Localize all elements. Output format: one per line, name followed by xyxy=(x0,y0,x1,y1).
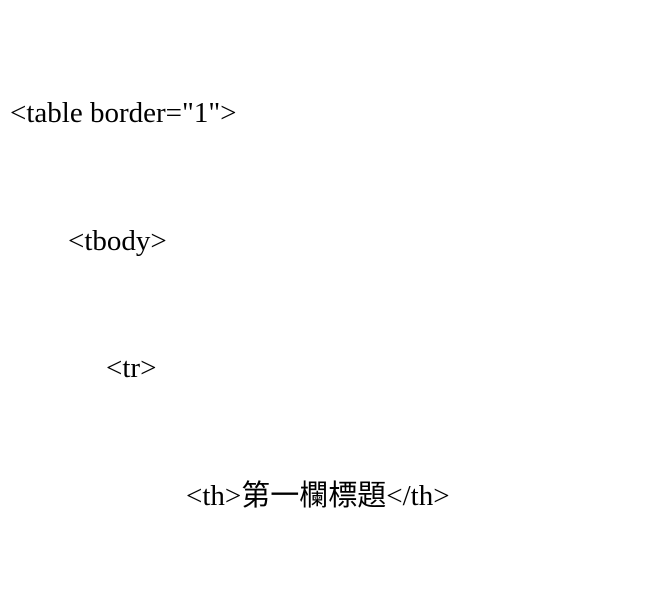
code-line: <tr> xyxy=(106,352,157,384)
code-line: <tbody> xyxy=(68,224,167,257)
code-line: <th>第一欄標題</th> xyxy=(186,479,450,512)
code-line: <th>第二欄標題</th> xyxy=(10,602,642,607)
code-line: <table border="1"> xyxy=(10,97,237,129)
